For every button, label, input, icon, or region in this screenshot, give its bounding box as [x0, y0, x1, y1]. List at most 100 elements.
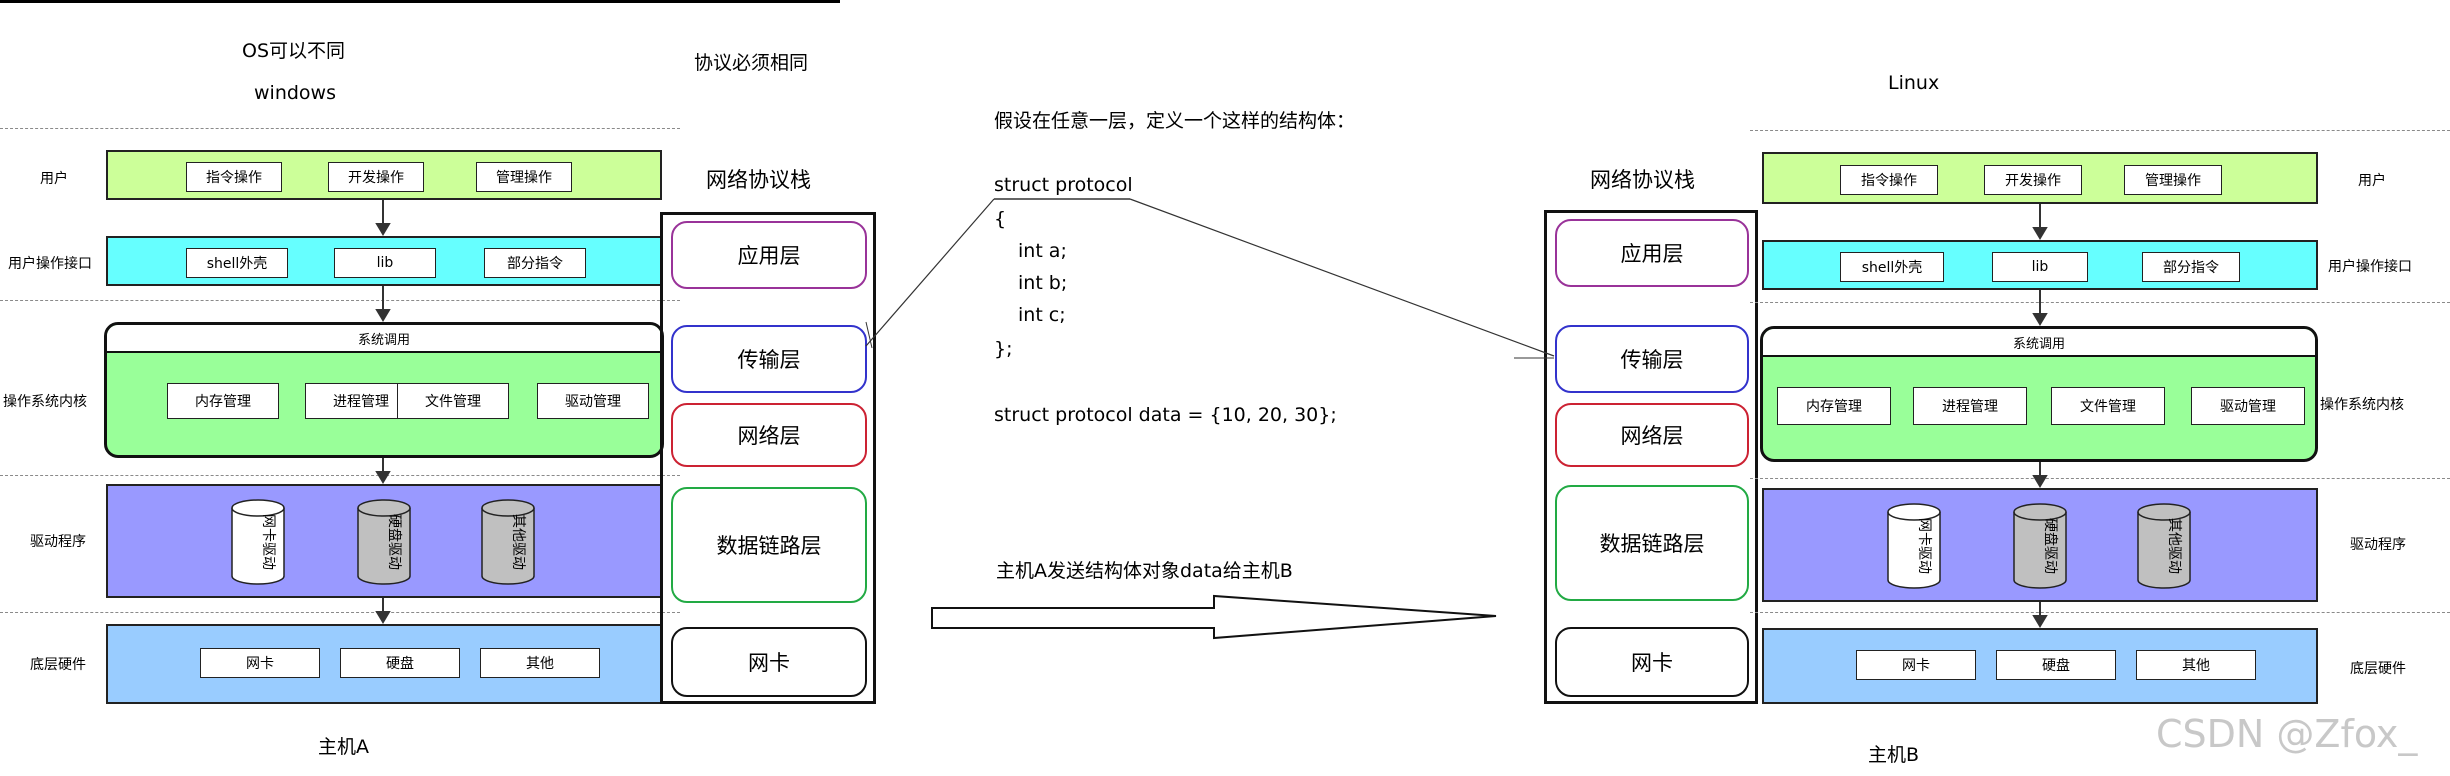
data-link-layer: 数据链路层	[1555, 485, 1749, 601]
interface-item: lib	[334, 248, 436, 278]
code-line: int c;	[1018, 304, 1066, 326]
divider	[0, 475, 680, 476]
user-item: 指令操作	[186, 162, 282, 192]
host-b-caption: 主机B	[1868, 744, 1920, 766]
kernel-item: 驱动管理	[2191, 387, 2305, 425]
user-layer: 指令操作 开发操作 管理操作	[1762, 152, 2318, 204]
divider	[1750, 302, 2450, 303]
divider	[1750, 478, 2450, 479]
send-note: 主机A发送结构体对象data给主机B	[996, 560, 1293, 582]
other-driver-icon: 其他驱动	[481, 499, 535, 585]
data-link-layer: 数据链路层	[671, 487, 867, 603]
driver-cylinders: 网卡驱动 硬盘驱动 其他驱动	[1887, 503, 2191, 589]
row-label-kernel: 操作系统内核	[3, 394, 87, 410]
kernel-item: 文件管理	[397, 383, 509, 419]
connector-to-stack-a	[865, 198, 995, 347]
nic-layer: 网卡	[671, 627, 867, 697]
user-item: 管理操作	[2124, 165, 2222, 195]
system-call-caption: 系统调用	[107, 325, 661, 353]
user-layer: 指令操作 开发操作 管理操作	[106, 150, 662, 200]
top-rule	[0, 0, 840, 3]
row-label-hardware: 底层硬件	[30, 657, 86, 673]
driver-label: 其他驱动	[2166, 518, 2182, 574]
driver-label: 硬盘驱动	[2042, 518, 2059, 574]
transport-layer: 传输层	[1555, 325, 1749, 393]
system-call-caption: 系统调用	[1763, 329, 2315, 357]
divider	[1750, 612, 2450, 613]
hardware-item: 网卡	[1856, 650, 1976, 680]
host-a-os-name: windows	[254, 82, 336, 104]
host-a-caption: 主机A	[318, 736, 369, 758]
connector	[865, 321, 873, 349]
row-label-interface: 用户操作接口	[2328, 259, 2412, 275]
other-driver-icon: 其他驱动	[2137, 503, 2191, 589]
connector-to-stack-b	[1129, 198, 1555, 357]
transport-layer: 传输层	[671, 325, 867, 393]
interface-item: shell外壳	[1840, 252, 1944, 282]
host-b-os-name: Linux	[1888, 72, 1940, 94]
kernel-item: 内存管理	[167, 383, 279, 419]
row-label-interface: 用户操作接口	[8, 256, 92, 272]
network-layer: 网络层	[671, 403, 867, 467]
nic-layer: 网卡	[1555, 627, 1749, 697]
interface-item: 部分指令	[2142, 252, 2240, 282]
network-layer: 网络层	[1555, 403, 1749, 467]
code-line: {	[994, 208, 1007, 230]
down-arrow-icon	[375, 200, 391, 624]
interface-item: shell外壳	[186, 248, 288, 278]
code-line: };	[994, 338, 1013, 360]
send-arrow-icon	[931, 594, 1497, 640]
interface-item: lib	[1992, 252, 2088, 282]
nic-driver-icon: 网卡驱动	[231, 499, 285, 585]
protocol-stack-a: 应用层 传输层 网络层 数据链路层 网卡	[660, 212, 876, 704]
code-line: int b;	[1018, 272, 1068, 294]
user-interface-layer: shell外壳 lib 部分指令	[1762, 240, 2318, 290]
hardware-item: 硬盘	[1996, 650, 2116, 680]
divider	[1750, 130, 2450, 131]
user-item: 指令操作	[1840, 165, 1938, 195]
driver-cylinders: 网卡驱动 硬盘驱动 其他驱动	[231, 499, 535, 585]
stack-b-title: 网络协议栈	[1590, 168, 1695, 192]
kernel-layer: 系统调用 内存管理 进程管理 文件管理 驱动管理	[1760, 326, 2318, 462]
stack-a-title: 网络协议栈	[706, 168, 811, 192]
row-label-driver: 驱动程序	[30, 534, 86, 550]
hardware-item: 其他	[480, 648, 600, 678]
code-line: int a;	[1018, 240, 1067, 262]
disk-driver-icon: 硬盘驱动	[357, 499, 411, 585]
os-note: OS可以不同	[242, 40, 346, 62]
user-item: 开发操作	[328, 162, 424, 192]
watermark: CSDN @Zfox_	[2156, 712, 2418, 756]
driver-label: 硬盘驱动	[386, 514, 403, 570]
driver-label: 其他驱动	[510, 514, 526, 570]
interface-item: 部分指令	[484, 248, 586, 278]
row-label-kernel: 操作系统内核	[2320, 397, 2404, 413]
divider	[0, 300, 680, 301]
driver-label: 网卡驱动	[1916, 518, 1932, 574]
driver-layer: 网卡驱动 硬盘驱动 其他驱动	[1762, 488, 2318, 602]
hardware-item: 网卡	[200, 648, 320, 678]
divider	[0, 128, 680, 129]
kernel-item: 文件管理	[2051, 387, 2165, 425]
hardware-item: 其他	[2136, 650, 2256, 680]
hardware-item: 硬盘	[340, 648, 460, 678]
kernel-layer: 系统调用 内存管理 进程管理 文件管理 驱动管理	[104, 322, 664, 458]
user-interface-layer: shell外壳 lib 部分指令	[106, 236, 662, 286]
protocol-note: 协议必须相同	[694, 52, 809, 74]
code-line: struct protocol	[994, 174, 1133, 196]
protocol-stack-b: 应用层 传输层 网络层 数据链路层 网卡	[1544, 210, 1758, 704]
user-item: 管理操作	[476, 162, 572, 192]
divider	[0, 612, 680, 613]
user-item: 开发操作	[1984, 165, 2082, 195]
nic-driver-icon: 网卡驱动	[1887, 503, 1941, 589]
disk-driver-icon: 硬盘驱动	[2013, 503, 2067, 589]
row-label-user: 用户	[40, 171, 68, 187]
row-label-driver: 驱动程序	[2350, 537, 2406, 553]
application-layer: 应用层	[671, 221, 867, 289]
hardware-layer: 网卡 硬盘 其他	[1762, 628, 2318, 704]
kernel-item: 进程管理	[1913, 387, 2027, 425]
row-label-hardware: 底层硬件	[2350, 661, 2406, 677]
row-label-user: 用户	[2358, 173, 2386, 189]
driver-label: 网卡驱动	[260, 514, 276, 570]
application-layer: 应用层	[1555, 219, 1749, 287]
